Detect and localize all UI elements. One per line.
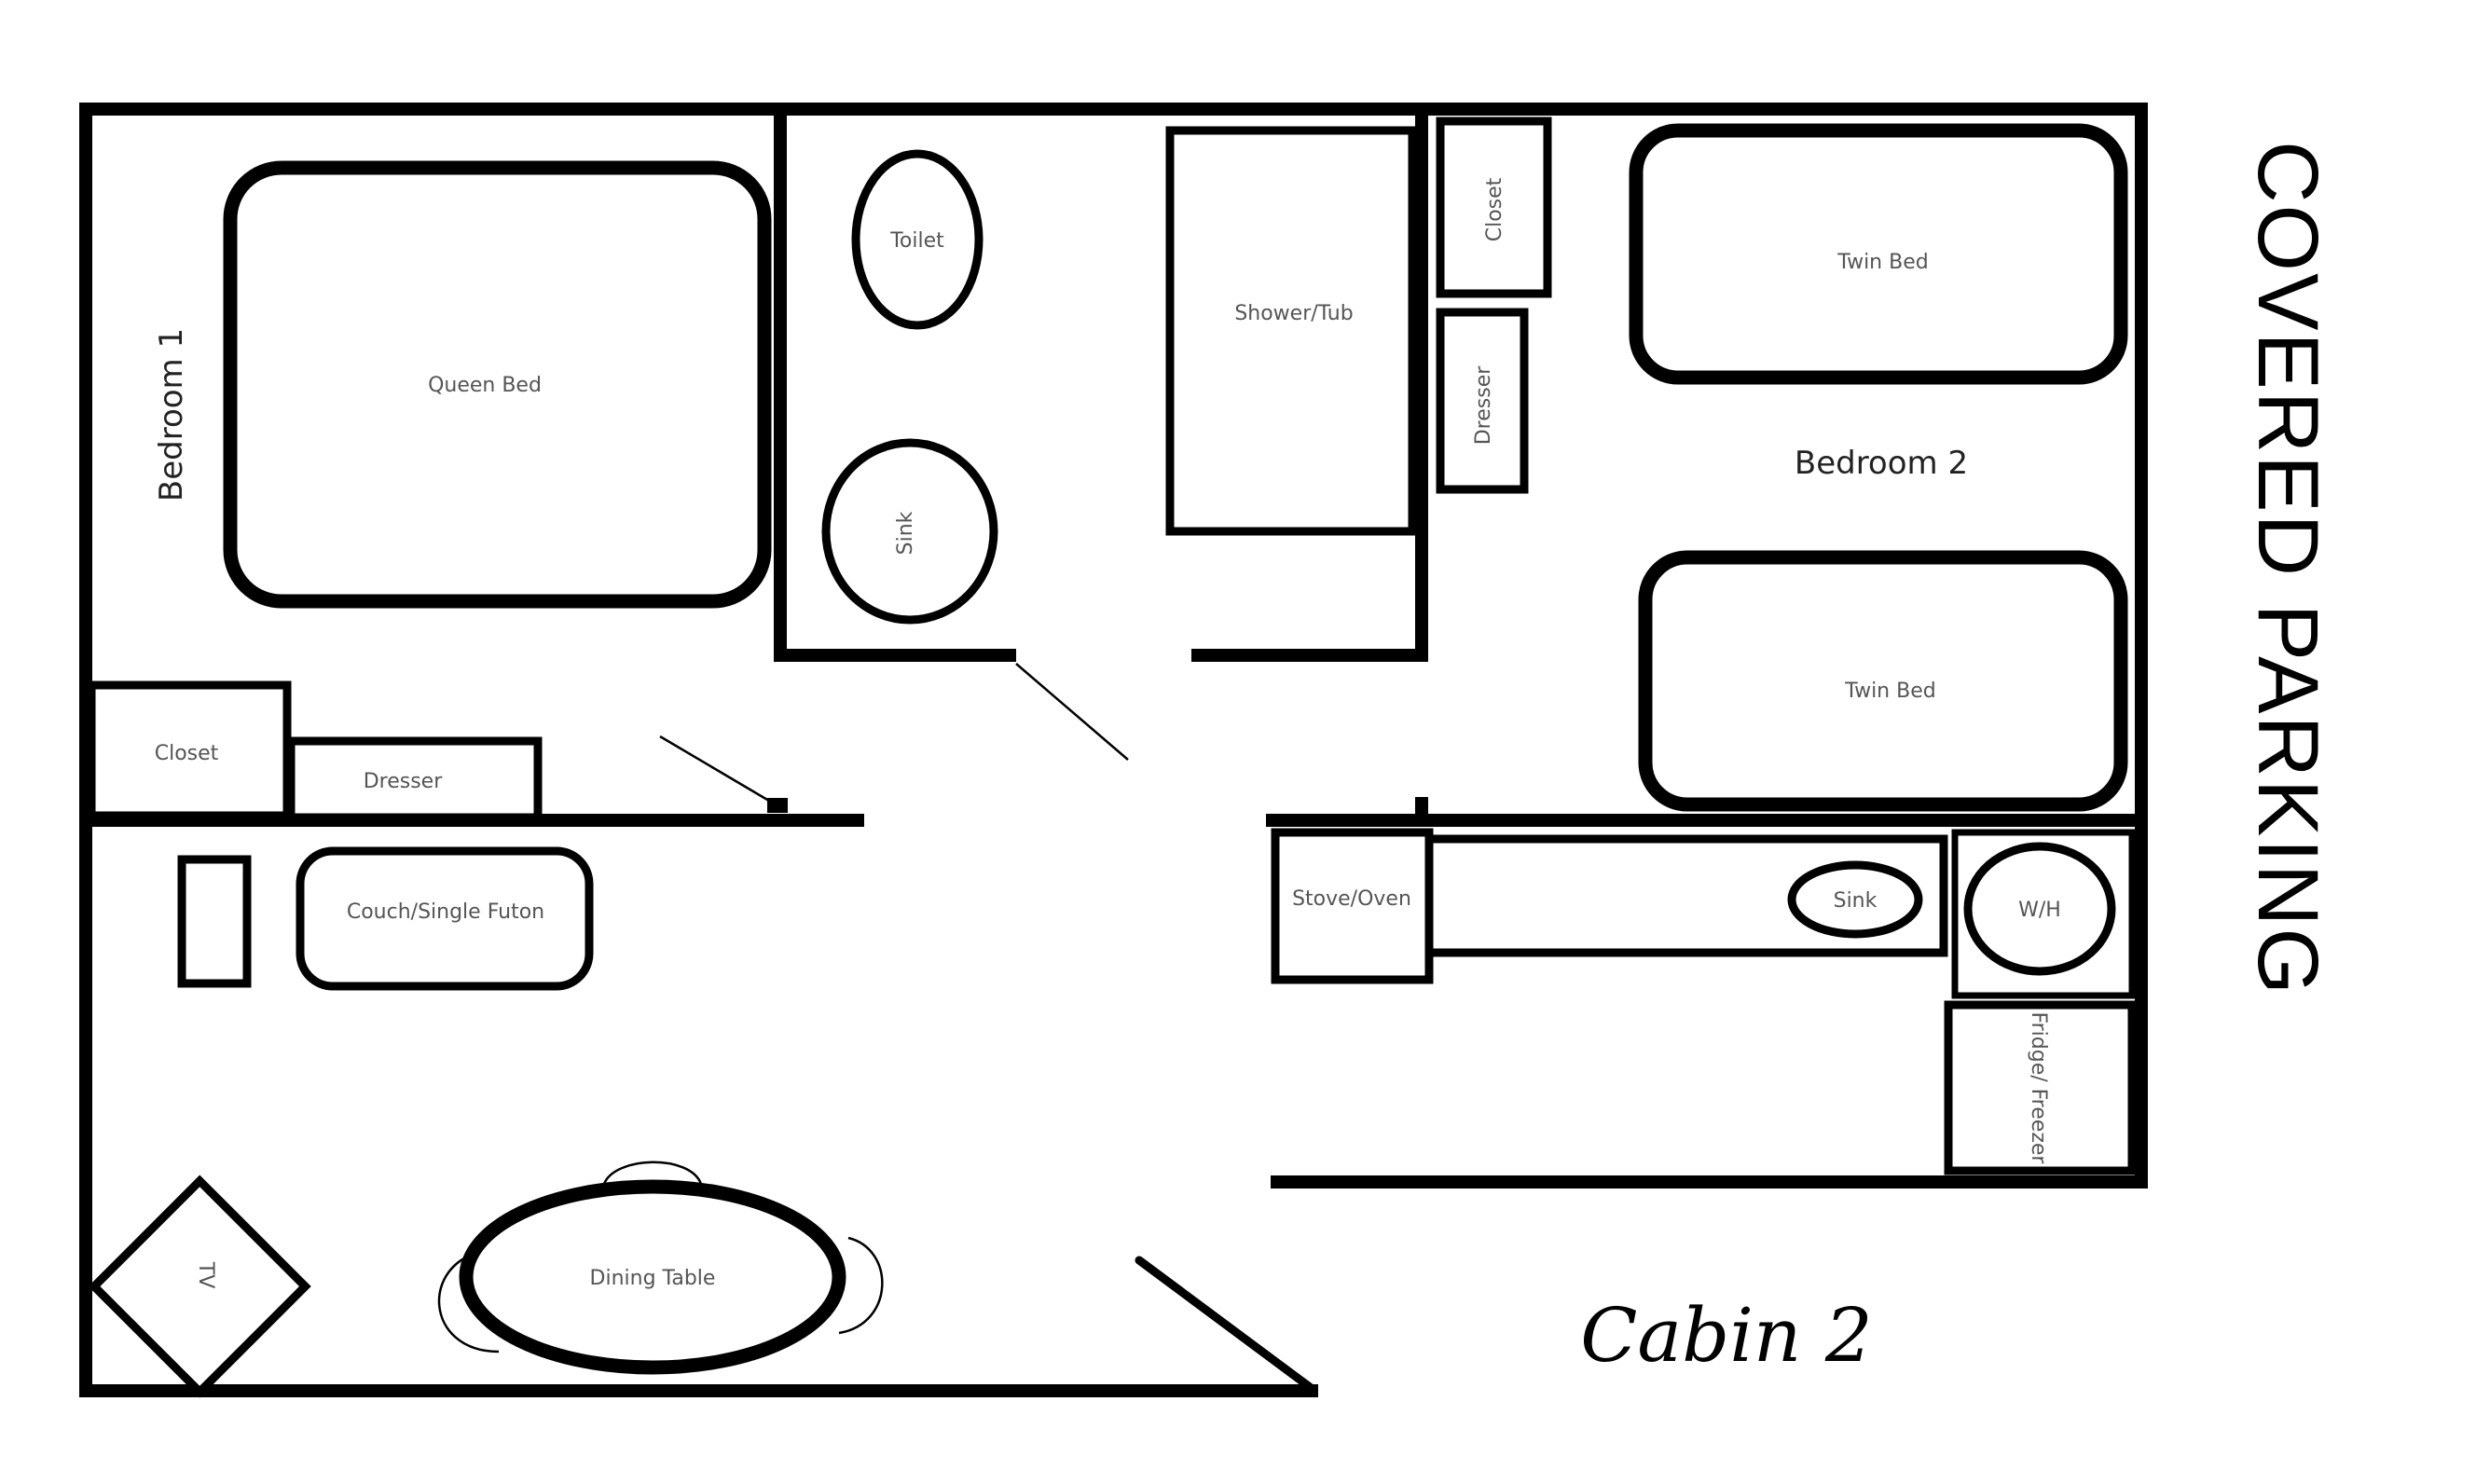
dresser-bedroom-2-label: Dresser [1472,365,1495,445]
dresser-bedroom-1 [286,736,543,822]
kitchen-sink-label: Sink [1834,889,1878,913]
dining-table [459,1179,846,1375]
stove-oven-label: Stove/Oven [1292,887,1411,911]
water-heater [1963,842,2116,976]
queen-bed-label: Queen Bed [428,374,542,397]
bedroom-1: Bedroom 1 Queen Bed Closet Dresser [87,160,788,822]
tv-label: TV [194,1261,217,1289]
entry-door-swing [1135,1256,1314,1392]
fridge-freezer-label: Fridge/ Freezer [2027,1012,2050,1165]
water-heater-label: W/H [2018,899,2061,922]
bathroom-sink [821,438,998,625]
covered-parking-label: COVERED PARKING [2240,141,2335,996]
twin-bed-bottom [1638,550,2128,812]
kitchen: Stove/Oven Sink W/H Fridge/ Freezer [1271,828,2137,1175]
dining-chair-right [838,1236,884,1335]
interior-walls [79,103,2148,827]
dining-table-label: Dining Table [590,1267,716,1290]
closet-bedroom-1 [87,680,292,820]
room-label-bedroom-1: Bedroom 1 [153,328,190,502]
toilet-label: Toilet [889,229,944,253]
queen-bed [223,160,772,609]
shower-tub [1165,126,1417,536]
door-stop-bedroom-1 [767,798,788,813]
couch-futon-label: Couch/Single Futon [347,900,544,924]
kitchen-sink [1787,860,1923,939]
dresser-bedroom-1-label: Dresser [364,770,443,793]
shower-tub-label: Shower/Tub [1234,302,1353,325]
twin-bed-top-label: Twin Bed [1836,251,1928,274]
door-swing-bathroom [1015,663,1129,761]
side-table [177,855,252,988]
toilet [851,149,984,330]
twin-bed-bottom-label: Twin Bed [1844,680,1935,703]
outer-walls [79,103,2148,1397]
tv-stand [88,1175,311,1398]
twin-bed-top [1629,123,2128,385]
door-swing-bedroom-1 [659,735,775,805]
dining-chair-top [602,1161,703,1185]
room-label-bedroom-2: Bedroom 2 [1795,445,1968,482]
bathroom-sink-label: Sink [894,511,917,555]
bedroom-2: Closet Dresser Twin Bed Bedroom 2 Twin B… [1436,117,2128,812]
living-area: Couch/Single Futon TV Dining Table [88,846,1314,1398]
stove-oven [1271,828,1434,984]
couch-futon [296,846,594,991]
closet-bedroom-2 [1436,117,1552,298]
fridge-freezer [1944,1000,2137,1175]
dresser-bedroom-2 [1436,308,1529,494]
closet-bedroom-2-label: Closet [1483,177,1506,241]
bathroom: Toilet Sink Shower/Tub [821,126,1417,761]
plan-title: Cabin 2 [1580,1292,1873,1379]
closet-bedroom-1-label: Closet [155,742,219,765]
